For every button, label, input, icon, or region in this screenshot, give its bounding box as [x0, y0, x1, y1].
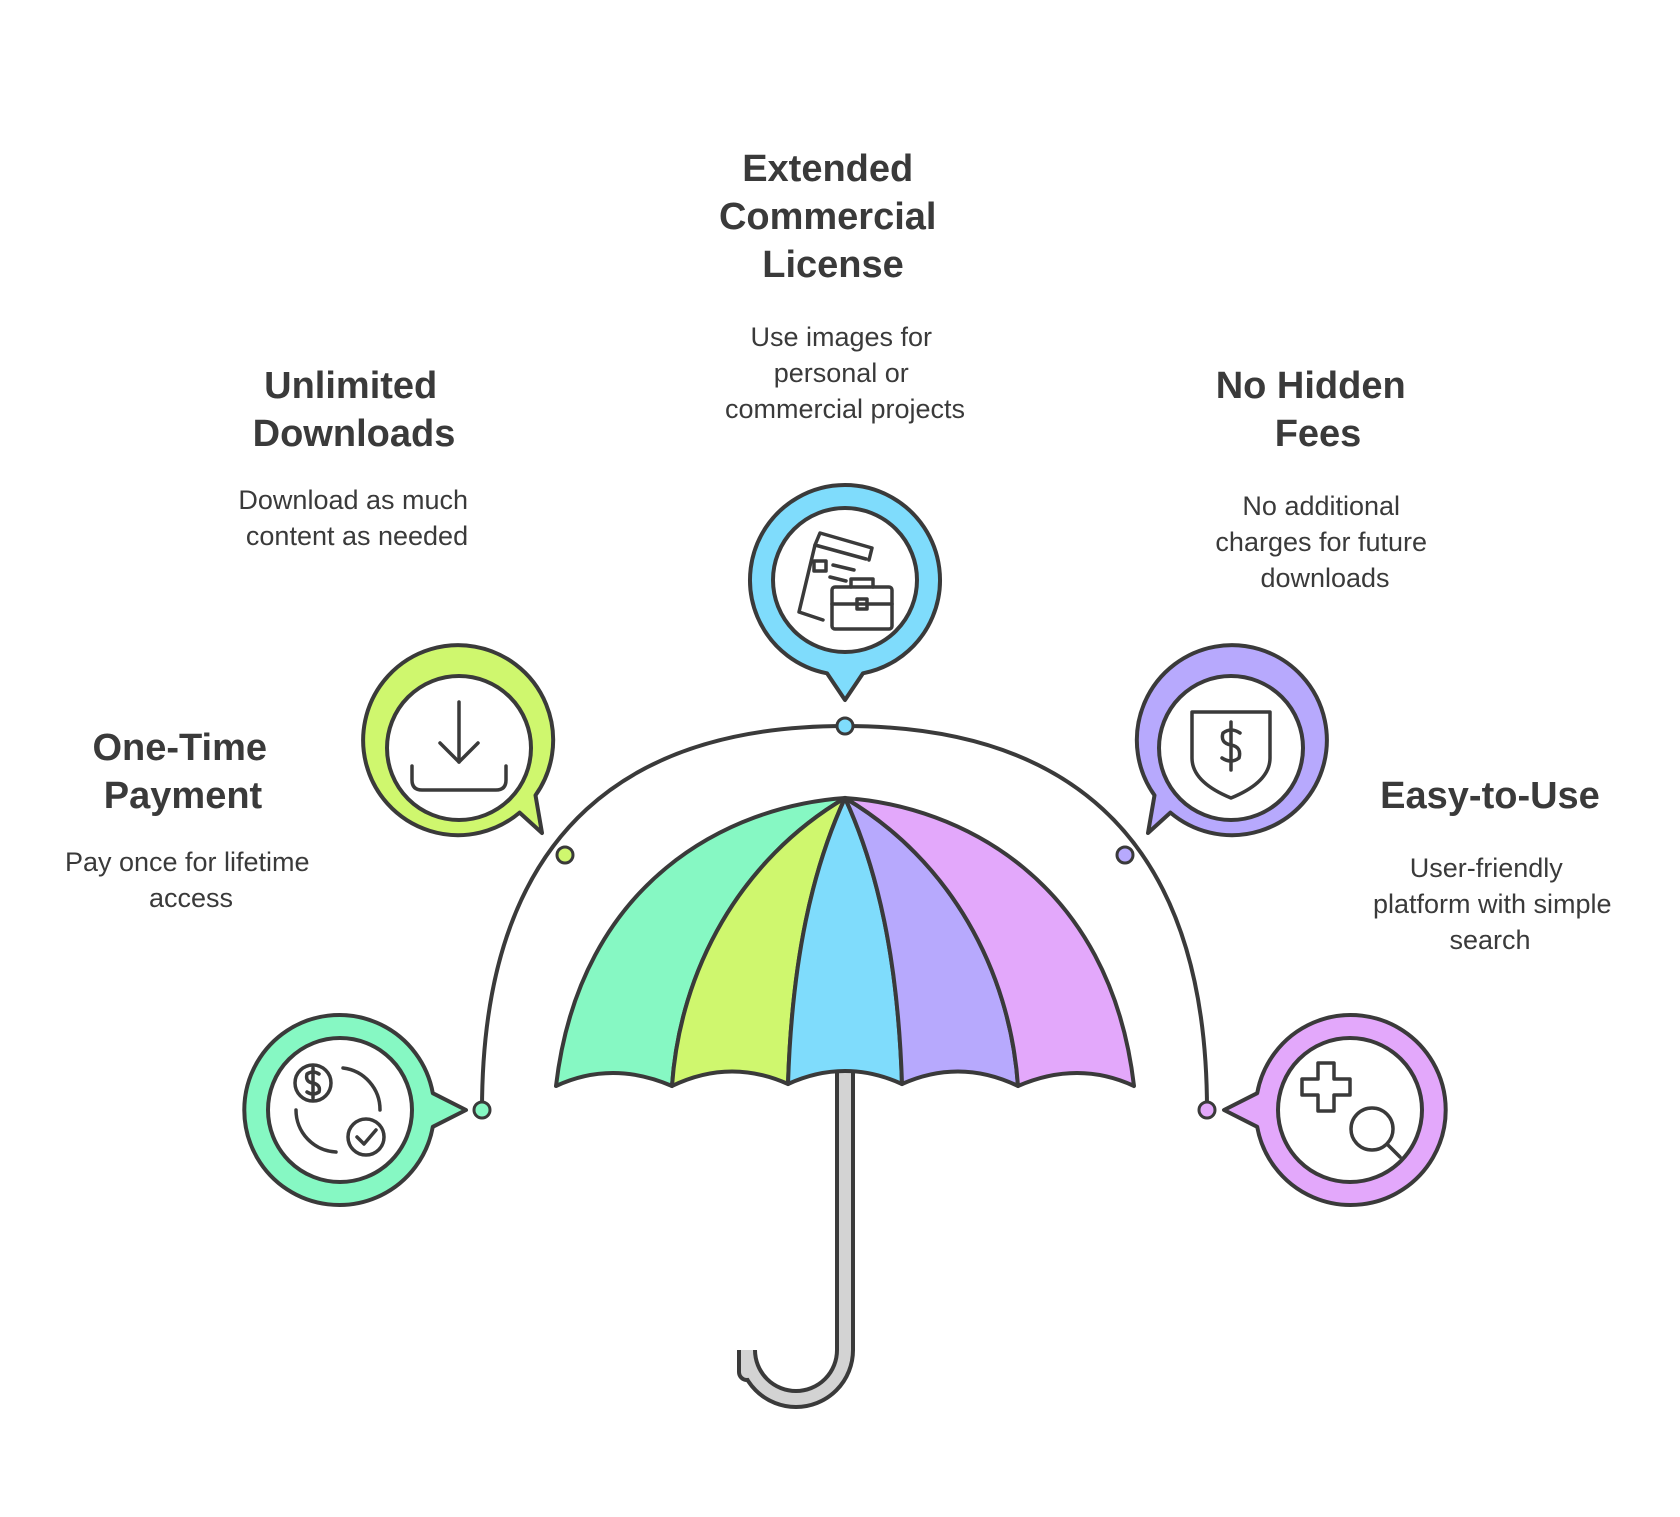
- documents-briefcase-icon: [797, 531, 894, 631]
- feature-title-easy-to-use: Easy-to-Use: [1380, 775, 1600, 817]
- feature-pin-unlimited-downloads: [361, 643, 556, 838]
- umbrella-handle: [737, 1060, 855, 1409]
- feature-title-unlimited-downloads: Unlimited Downloads: [253, 365, 456, 455]
- connector-dot-unlimited-downloads: [555, 845, 575, 865]
- payment-cycle-icon: [293, 1063, 386, 1157]
- canopy-panel-easy-to-use: [843, 796, 1136, 1088]
- connector-dot-one-time-payment: [472, 1100, 492, 1120]
- feature-title-one-time-payment: One-Time Payment: [92, 727, 277, 817]
- feature-description-extended-license: Use images for personal or commercial pr…: [725, 322, 965, 424]
- feature-pin-no-hidden-fees: [1134, 643, 1329, 838]
- connector-dot-extended-license: [835, 716, 855, 736]
- connector-dot-easy-to-use: [1197, 1100, 1217, 1120]
- feature-pin-one-time-payment: [242, 1013, 468, 1207]
- connector-dot-no-hidden-fees: [1115, 845, 1135, 865]
- download-icon: [410, 700, 508, 792]
- feature-title-no-hidden-fees: No Hidden Fees: [1216, 365, 1417, 455]
- feature-description-one-time-payment: Pay once for lifetime access: [65, 847, 317, 913]
- shield-dollar-icon: [1190, 710, 1272, 800]
- umbrella-canopy: [554, 796, 1136, 1088]
- search-plus-icon: [1300, 1061, 1402, 1159]
- feature-description-no-hidden-fees: No additional charges for future downloa…: [1215, 491, 1434, 593]
- feature-description-easy-to-use: User-friendly platform with simple searc…: [1373, 853, 1619, 955]
- feature-pin-easy-to-use: [1222, 1013, 1448, 1207]
- feature-title-extended-license: Extended Commercial License: [719, 148, 947, 286]
- feature-description-unlimited-downloads: Download as much content as needed: [238, 485, 475, 551]
- feature-pin-extended-license: [748, 483, 942, 702]
